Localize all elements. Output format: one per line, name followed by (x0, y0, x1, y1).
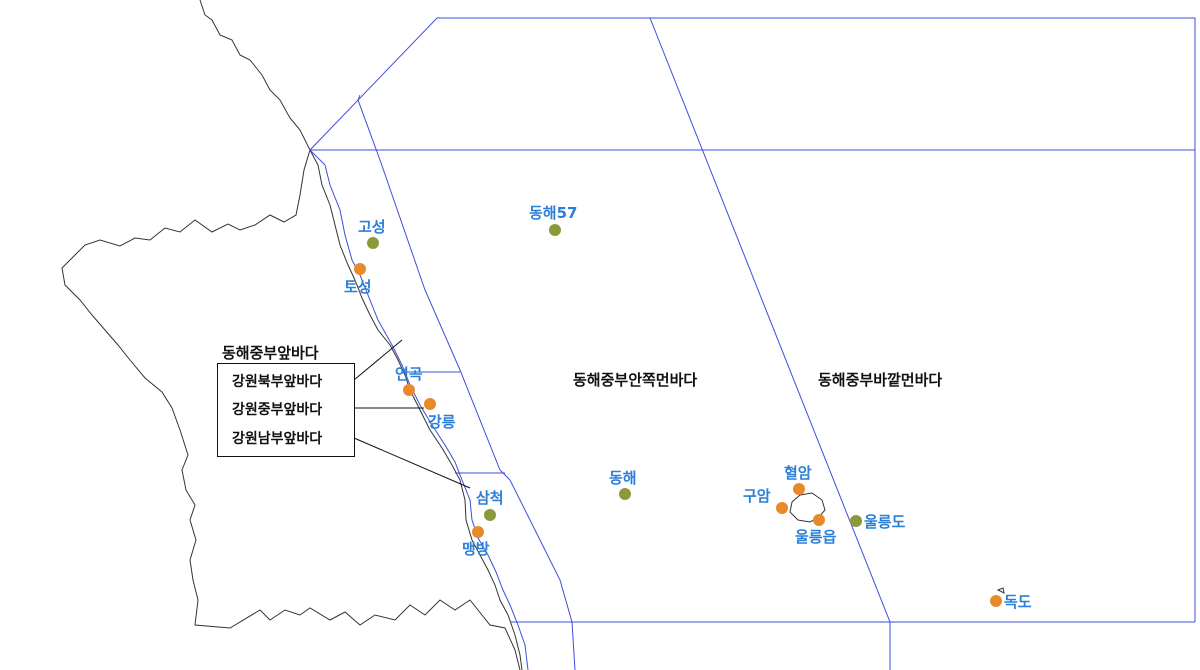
legend-item-north[interactable]: 강원북부앞바다 (232, 374, 323, 390)
legend-title: 동해중부앞바다 (222, 344, 319, 362)
station-toseong[interactable]: 토성 (344, 263, 372, 296)
wave-sensor-icon (403, 384, 415, 396)
legend-item-south[interactable]: 강원남부앞바다 (232, 431, 323, 447)
station-label: 맹방 (462, 540, 490, 558)
station-label: 고성 (358, 218, 386, 236)
legend-item-central[interactable]: 강원중부앞바다 (232, 402, 323, 418)
station-label: 토성 (344, 278, 372, 296)
station-yeongok[interactable]: 연곡 (395, 365, 423, 396)
dokdo-island (996, 587, 1005, 594)
land-outline (61, 0, 521, 670)
station-label: 연곡 (395, 365, 423, 383)
wave-sensor-icon (793, 483, 805, 495)
zone-label-outer: 동해중부바깥먼바다 (818, 371, 942, 389)
buoy-icon (850, 515, 862, 527)
station-samcheok[interactable]: 삼척 (476, 489, 504, 521)
buoy-icon (619, 488, 631, 500)
buoy-icon (484, 509, 496, 521)
station-gangneung[interactable]: 강릉 (424, 398, 456, 431)
buoy-icon (549, 224, 561, 236)
station-guam[interactable]: 구암 (743, 487, 788, 514)
wave-sensor-icon (813, 514, 825, 526)
station-dokdo[interactable]: 독도 (990, 587, 1032, 611)
legend-leader-lines (353, 339, 471, 489)
station-hyeolam[interactable]: 혈암 (784, 464, 812, 495)
station-donghae57[interactable]: 동해57 (529, 204, 577, 236)
station-label: 강릉 (428, 413, 456, 431)
zone-label-inner: 동해중부안쪽먼바다 (573, 371, 697, 389)
station-label: 구암 (743, 487, 771, 505)
wave-sensor-icon (354, 263, 366, 275)
wave-sensor-icon (990, 595, 1002, 607)
station-label: 울릉읍 (795, 528, 837, 546)
station-label: 동해 (609, 469, 637, 487)
near-sea-legend-box (217, 363, 355, 457)
station-label: 혈암 (784, 464, 812, 482)
station-label: 독도 (1004, 593, 1032, 611)
station-goseong[interactable]: 고성 (358, 218, 386, 249)
station-maengbang[interactable]: 맹방 (462, 526, 490, 558)
wave-sensor-icon (472, 526, 484, 538)
station-label: 울릉도 (864, 513, 906, 531)
station-donghae[interactable]: 동해 (609, 469, 637, 500)
sea-zone-boundaries (309, 17, 1196, 670)
station-label: 동해57 (529, 204, 577, 222)
station-ulleungeup[interactable]: 울릉읍 (795, 514, 837, 546)
wave-sensor-icon (424, 398, 436, 410)
station-label: 삼척 (476, 489, 504, 507)
buoy-icon (367, 237, 379, 249)
coastline (309, 149, 523, 670)
station-ulleungdo[interactable]: 울릉도 (850, 513, 906, 531)
wave-sensor-icon (776, 502, 788, 514)
